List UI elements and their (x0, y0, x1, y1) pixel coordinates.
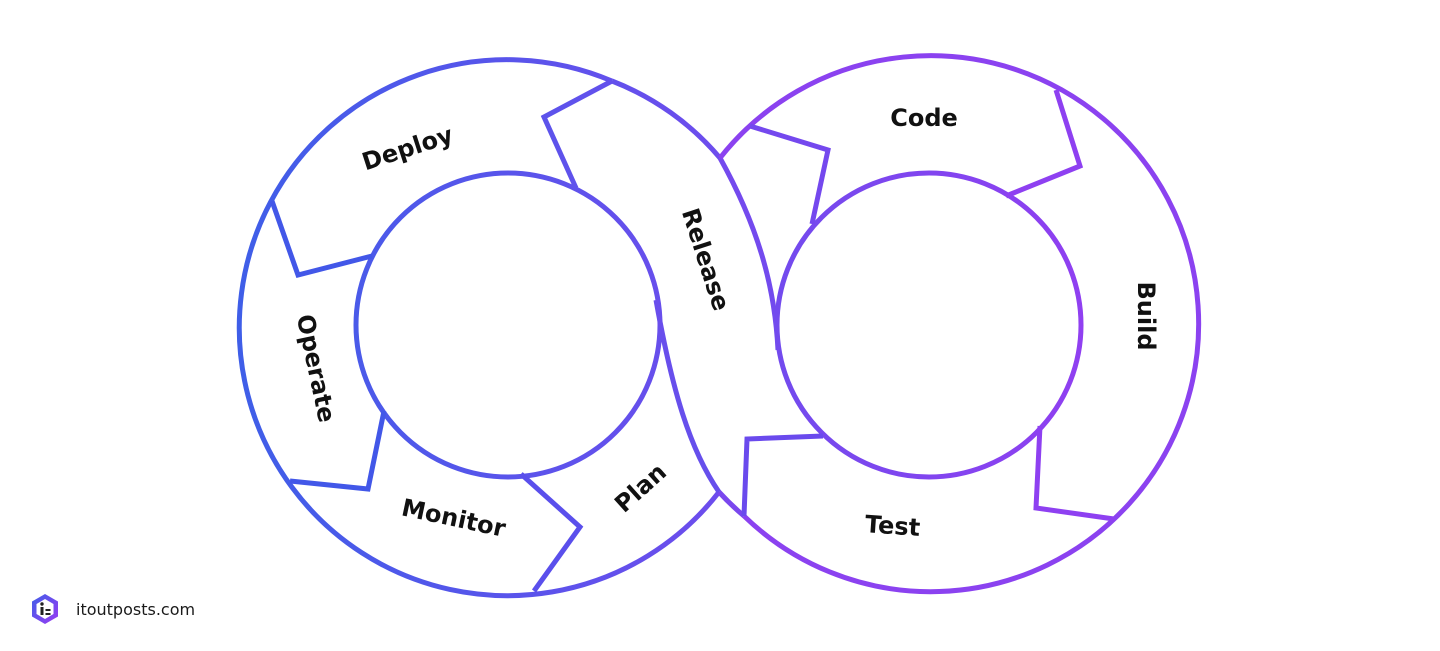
stage-label-test: Test (864, 510, 921, 542)
crossing-curve-b (653, 299, 722, 494)
right-outer-arc-gap (717, 490, 746, 518)
operate-monitor-divider (289, 410, 387, 492)
stage-label-release: Release (676, 205, 735, 314)
stage-label-build: Build (1132, 281, 1160, 350)
hexagon-logo-icon (32, 594, 58, 624)
build-test-divider (1033, 425, 1115, 522)
crossing-band (653, 156, 781, 494)
stage-label-plan: Plan (609, 458, 672, 518)
crossing-curve-a (717, 156, 781, 351)
brand-site-text[interactable]: itoutposts.com (76, 599, 196, 619)
deploy-operate-divider (269, 200, 373, 278)
deploy-release-divider (540, 78, 614, 190)
stage-label-monitor: Monitor (399, 494, 508, 543)
left-outer-arc-main (236, 57, 721, 599)
test-release-divider (741, 433, 824, 517)
left-outer-arc-top (611, 78, 722, 160)
left-inner-circle (353, 170, 663, 480)
brand-footer: itoutposts.com (30, 593, 195, 625)
right-inner-circle (774, 170, 1084, 480)
monitor-plan-divider (519, 472, 584, 593)
release-code-divider (749, 123, 831, 225)
right-loop (717, 53, 1202, 595)
right-outer-arc (718, 53, 1202, 595)
code-build-divider (1005, 89, 1084, 199)
stage-label-code: Code (890, 104, 958, 132)
stage-label-operate: Operate (291, 312, 341, 425)
stage-label-deploy: Deploy (359, 120, 457, 176)
